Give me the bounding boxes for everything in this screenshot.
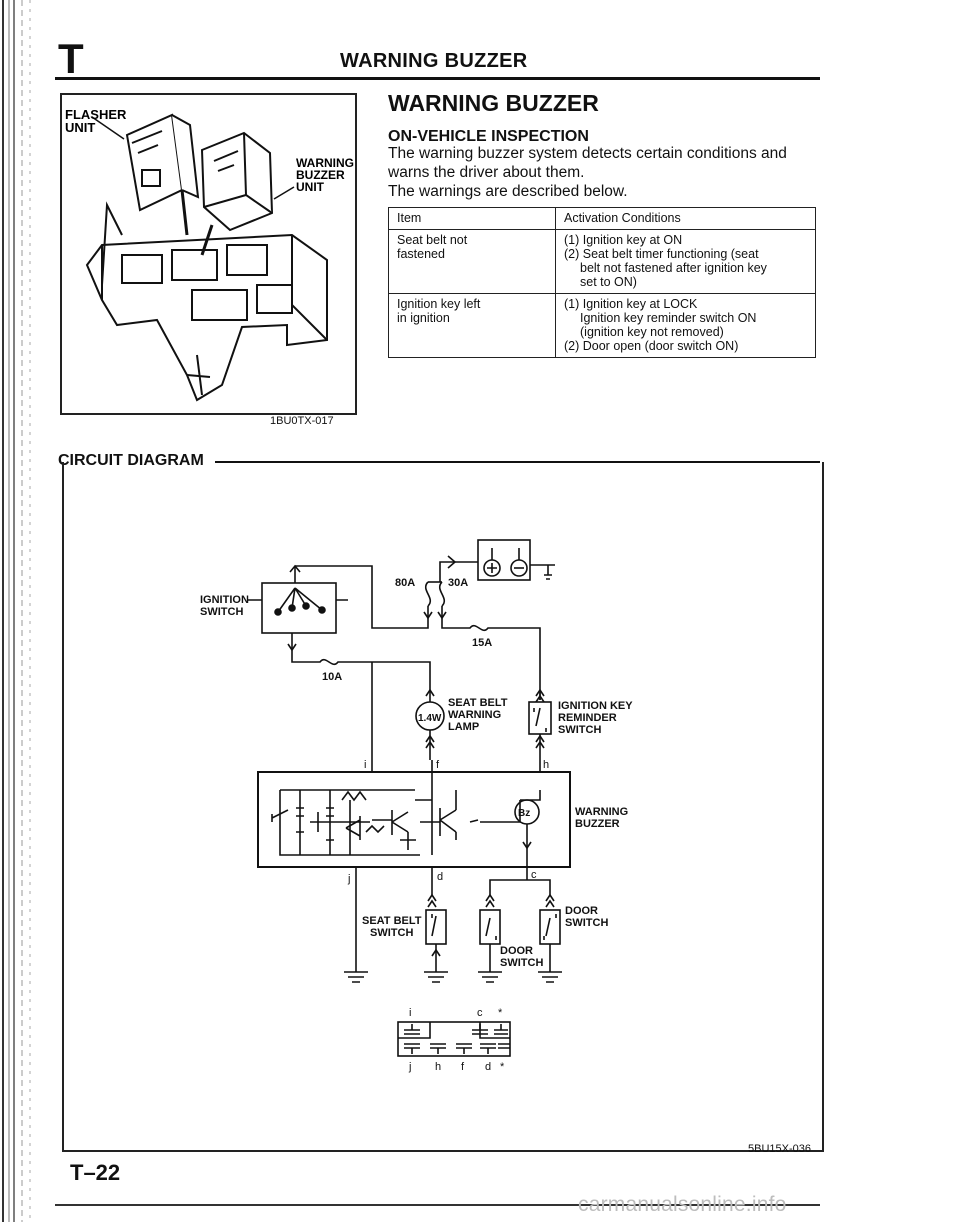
table-cell-conditions: (1) Ignition key at LOCK Ignition key re… [555, 293, 816, 358]
table-cell-item: Ignition key left in ignition [388, 293, 556, 358]
table-row: Ignition key left in ignition (1) Igniti… [388, 293, 816, 358]
section-title: WARNING BUZZER [388, 90, 599, 116]
terminal-d-label: d [437, 871, 443, 883]
table-header-row: Item Activation Conditions [388, 207, 816, 230]
intro-line-3: The warnings are described below. [388, 183, 628, 200]
header-rule [55, 77, 820, 80]
reminder-switch-symbol [528, 701, 552, 735]
fuse-30a-label: 30A [448, 577, 468, 589]
table-row: Seat belt not fastened (1) Ignition key … [388, 229, 816, 294]
section-letter: T [58, 35, 84, 82]
table-cell-conditions: (1) Ignition key at ON (2) Seat belt tim… [555, 229, 816, 294]
table-cell-item: Seat belt not fastened [388, 229, 556, 294]
circuit-diagram-frame [62, 462, 824, 1152]
column-header-conditions: Activation Conditions [555, 207, 816, 230]
item-line: Ignition key left [397, 297, 481, 311]
condition-line: (1) Ignition key at ON [564, 233, 683, 247]
condition-line: set to ON) [580, 275, 637, 289]
circuit-diagram-title: CIRCUIT DIAGRAM [58, 452, 204, 469]
condition-line: (ignition key not removed) [580, 325, 724, 339]
bottom-rule [55, 1204, 820, 1206]
connector-pin-label: c [477, 1007, 483, 1019]
ignition-switch-symbol [261, 582, 337, 634]
item-line: in ignition [397, 311, 450, 325]
connector-pin-label: * [498, 1007, 503, 1019]
condition-line: Ignition key reminder switch ON [580, 311, 757, 325]
condition-line: (2) Seat belt timer functioning (seat [564, 247, 759, 261]
terminal-h-label: h [543, 759, 549, 771]
inspection-title: ON-VEHICLE INSPECTION [388, 128, 589, 145]
connector-pin-label: f [461, 1061, 465, 1073]
lamp-watt-label: 1.4W [418, 713, 442, 724]
page-number: T–22 [70, 1160, 121, 1185]
door-switch-right-symbol [539, 909, 561, 945]
condition-line: (1) Ignition key at LOCK [564, 297, 698, 311]
binding-edge [0, 0, 40, 1222]
watermark: carmanualsonline.info [578, 1193, 787, 1216]
fuse-80a-label: 80A [395, 577, 415, 589]
condition-line: (2) Door open (door switch ON) [564, 339, 739, 353]
connector-pin-label: i [409, 1007, 411, 1019]
intro-line-1: The warning buzzer system detects certai… [388, 145, 787, 162]
circuit-code: 5BU15X-036 [748, 1143, 811, 1155]
terminal-f-label: f [436, 759, 440, 771]
fuse-15a-label: 15A [472, 637, 492, 649]
door-switch-center-symbol [479, 909, 501, 945]
condition-line: belt not fastened after ignition key [580, 261, 767, 275]
circuit-title-rule [215, 461, 820, 463]
connector-pin-label: h [435, 1061, 441, 1073]
connector-face-view [397, 1021, 511, 1057]
connector-pin-label: d [485, 1061, 491, 1073]
item-line: Seat belt not [397, 233, 468, 247]
seat-belt-switch-symbol [425, 909, 447, 945]
terminal-c-label: c [531, 869, 537, 881]
connector-pin-label: j [408, 1061, 411, 1073]
battery-symbol [477, 539, 531, 581]
fuse-10a-label: 10A [322, 671, 342, 683]
warning-buzzer-unit-box [257, 771, 571, 868]
intro-line-2: warns the driver about them. [388, 164, 585, 181]
terminal-j-label: j [347, 873, 350, 885]
item-line: fastened [397, 247, 445, 261]
figure-code: 1BU0TX-017 [270, 415, 334, 427]
terminal-i-label: i [364, 759, 366, 771]
conditions-table: Item Activation Conditions Seat belt not… [388, 207, 816, 358]
connector-pin-label: * [500, 1061, 505, 1073]
buzzer-symbol-label: Bz [518, 808, 530, 819]
page-header-title: WARNING BUZZER [340, 50, 528, 72]
